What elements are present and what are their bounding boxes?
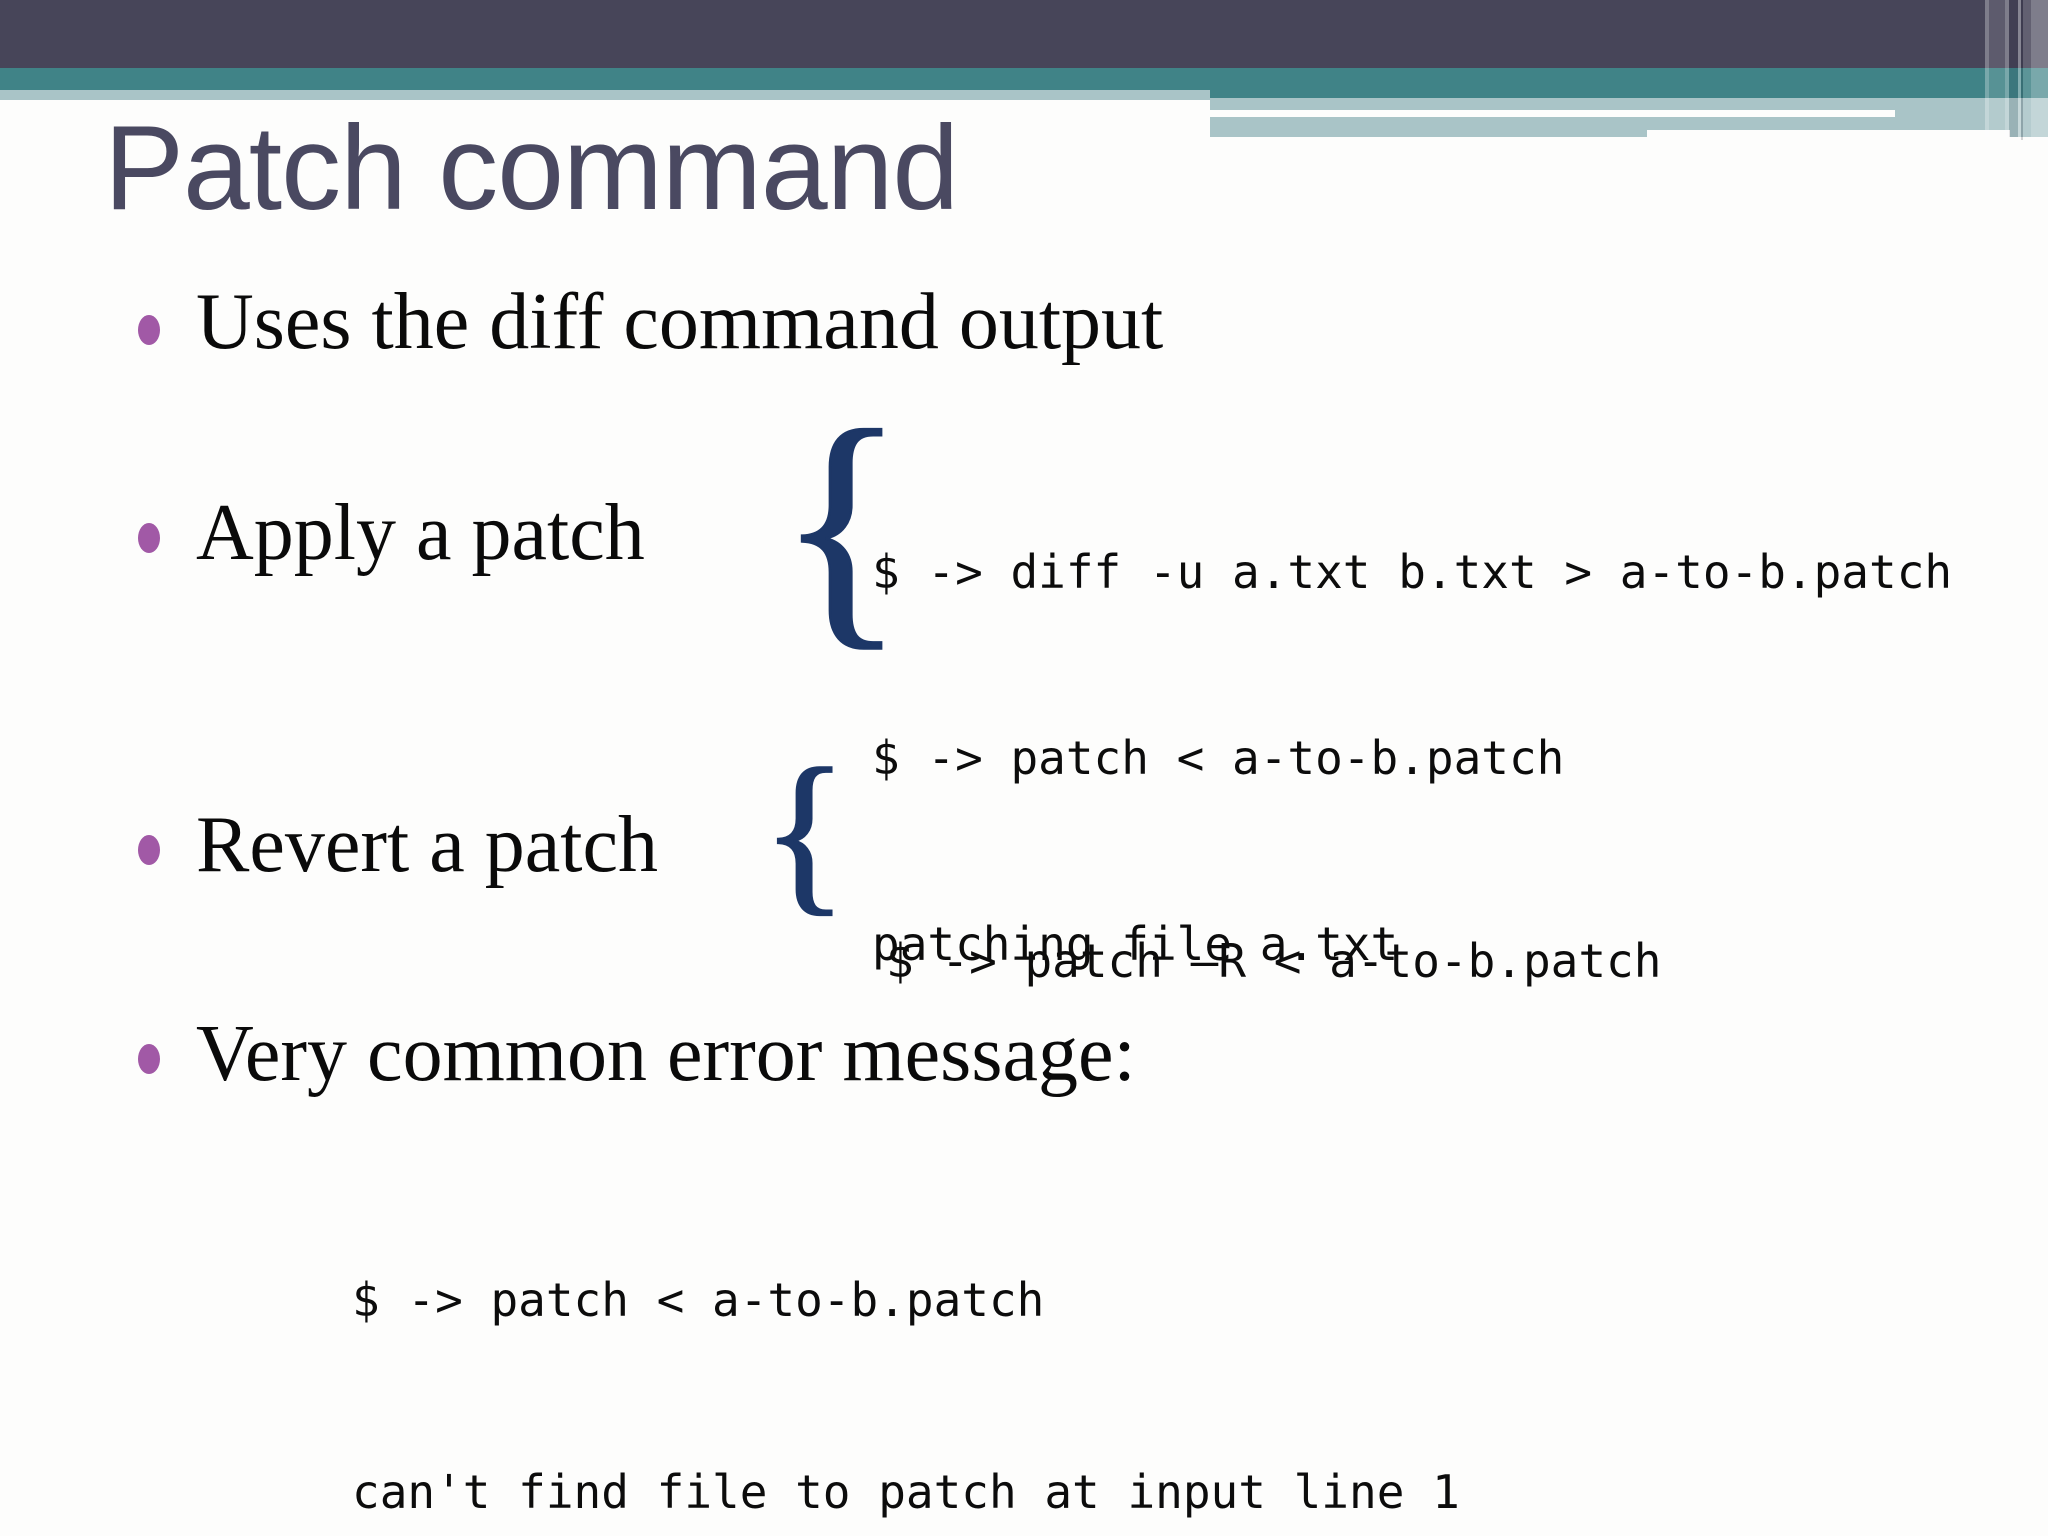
curly-brace-icon: { <box>777 378 907 671</box>
header-right-teal-extension <box>1210 90 2048 98</box>
bullet-very-common-error: Very common error message: <box>196 1010 1136 1098</box>
edge-accent-stripe <box>2021 0 2023 140</box>
code-block-error-message: $ -> patch < a-to-b.patch can't find fil… <box>352 1140 1681 1536</box>
edge-accent-stripe <box>2009 0 2018 137</box>
bullet-uses-diff-output: Uses the diff command output <box>196 278 1164 366</box>
edge-accent-stripe <box>2031 0 2048 140</box>
header-teal-bar <box>0 68 2048 90</box>
header-right-white-stripe <box>1210 110 1895 117</box>
code-block-revert-patch: $ -> patch –R < a-to-b.patch <box>886 806 1661 1116</box>
bullet-apply-a-patch: Apply a patch <box>196 489 645 577</box>
code-block-apply-patch: $ -> diff -u a.txt b.txt > a-to-b.patch … <box>872 417 1952 1099</box>
edge-accent-stripe <box>2018 0 2021 137</box>
edge-accent-stripe <box>2005 0 2009 137</box>
bullet-dot <box>138 523 160 553</box>
bullet-dot <box>138 1044 160 1074</box>
edge-accent-stripe <box>1985 0 1989 137</box>
edge-accent-stripe <box>1989 0 2005 137</box>
code-line: $ -> diff -u a.txt b.txt > a-to-b.patch <box>872 545 1953 599</box>
code-line: $ -> patch < a-to-b.patch <box>352 1273 1045 1327</box>
curly-brace-icon: { <box>761 732 849 930</box>
code-line: $ -> patch –R < a-to-b.patch <box>886 934 1662 988</box>
header-light-bar <box>0 90 1210 100</box>
page-title: Patch command <box>104 101 959 235</box>
bullet-dot <box>138 315 160 345</box>
code-line: can't find file to patch at input line 1 <box>352 1465 1460 1519</box>
bullet-dot <box>138 835 160 865</box>
bullet-revert-a-patch: Revert a patch <box>196 801 658 889</box>
code-line: patching file a.txt <box>872 917 1399 971</box>
header-dark-bar <box>0 0 2048 68</box>
header-right-white-step <box>1647 130 2010 137</box>
code-line: $ -> patch < a-to-b.patch <box>872 731 1565 785</box>
edge-accent-stripe <box>2023 0 2031 140</box>
